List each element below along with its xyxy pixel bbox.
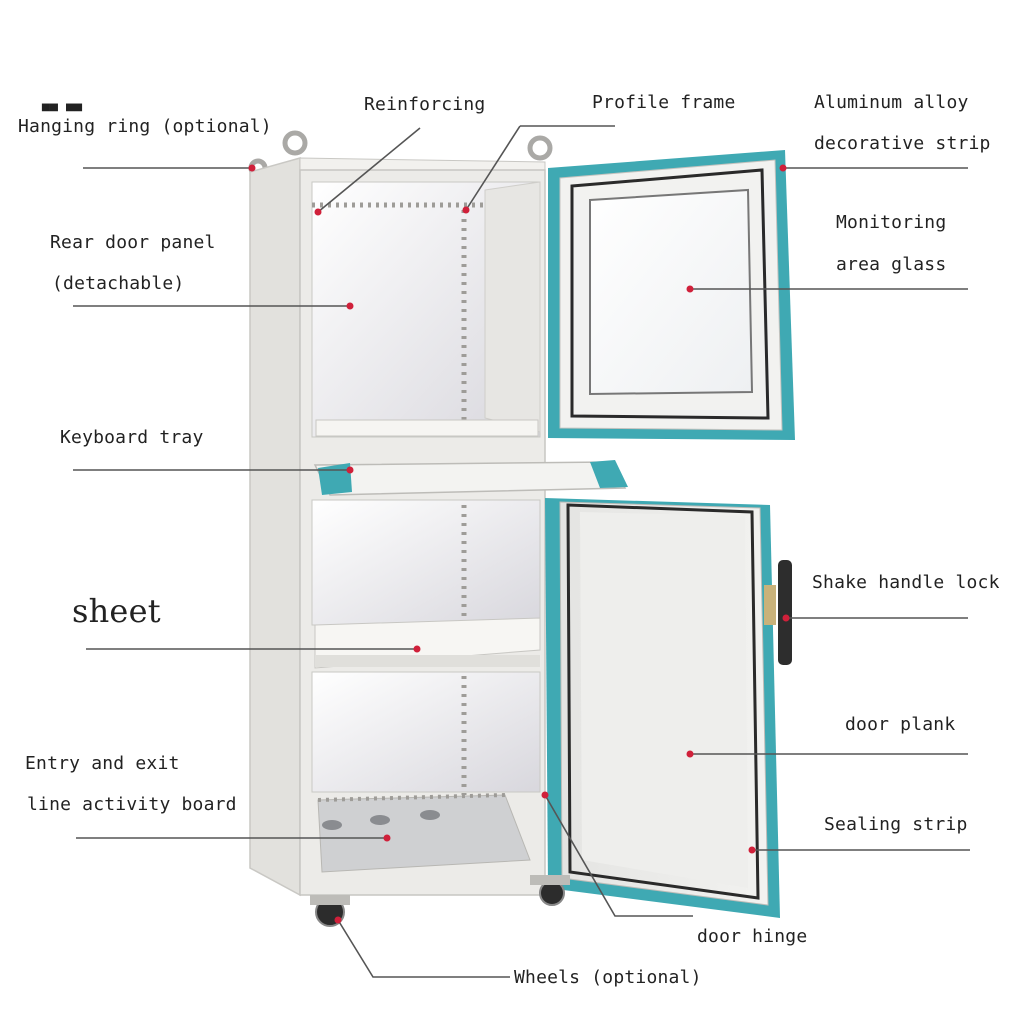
- leader-wheels: [337, 919, 510, 978]
- label-profile-frame: Profile frame: [592, 92, 736, 113]
- label-door-plank: door plank: [845, 714, 956, 735]
- callout-markers: [248, 164, 790, 924]
- wheels: [310, 875, 570, 927]
- label-keyboard-tray: Keyboard tray: [60, 427, 204, 448]
- label-monitoring-line1: Monitoring: [836, 212, 947, 233]
- label-aluminum-line1: Aluminum alloy: [814, 92, 969, 113]
- lower-door: [545, 498, 792, 918]
- label-rear-door-line2: (detachable): [52, 273, 185, 294]
- label-sheet: sheet: [72, 592, 161, 630]
- label-door-hinge: door hinge: [697, 926, 808, 947]
- cabinet-body: [249, 157, 628, 897]
- label-entry-line1: Entry and exit: [25, 753, 180, 774]
- label-monitoring-line2: area glass: [836, 254, 947, 275]
- label-sealing-strip: Sealing strip: [824, 814, 968, 835]
- label-entry-line2: line activity board: [27, 794, 237, 815]
- leader-door-hinge: [544, 794, 693, 917]
- label-aluminum-line2: decorative strip: [814, 133, 991, 154]
- garbled-glyphs: ▄▄ ▄▄: [42, 97, 83, 112]
- leader-reinforcing: [317, 127, 421, 213]
- label-hanging-ring: Hanging ring (optional): [18, 116, 272, 137]
- label-rear-door-line1: Rear door panel: [50, 232, 216, 253]
- leader-lines: [73, 125, 970, 978]
- label-reinforcing: Reinforcing: [364, 94, 486, 115]
- leader-profile-frame-b: [465, 125, 521, 211]
- label-wheels: Wheels (optional): [514, 967, 702, 988]
- label-shake-handle-lock: Shake handle lock: [812, 572, 1000, 593]
- upper-door: [548, 150, 795, 440]
